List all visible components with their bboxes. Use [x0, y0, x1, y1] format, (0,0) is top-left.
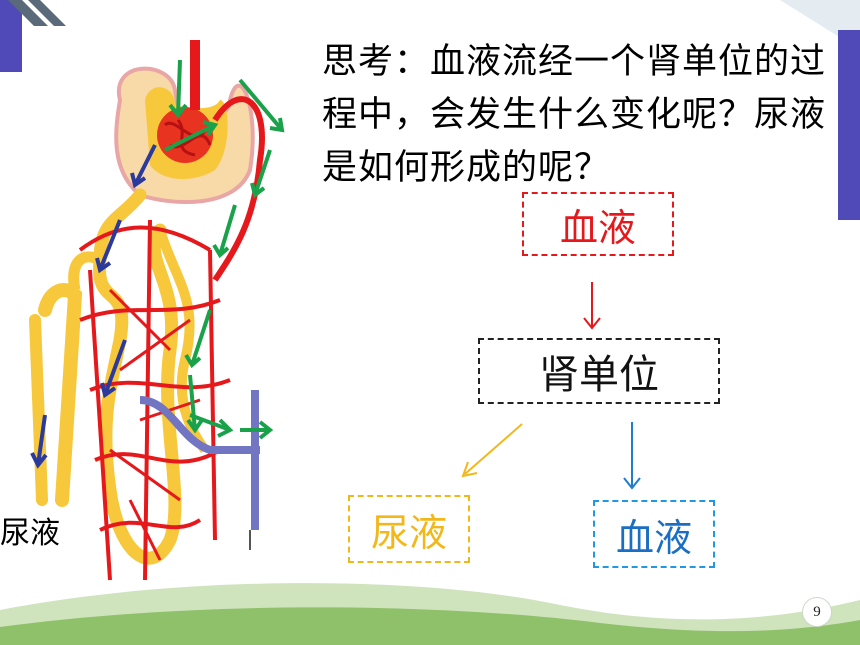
renal-vein — [139, 390, 260, 530]
efferent-arteriole — [212, 96, 265, 282]
diagonal-arrow — [461, 423, 523, 478]
blood-output-box: 血液 — [593, 500, 715, 568]
down-arrow — [583, 282, 601, 330]
bottom-wave-decoration — [0, 583, 860, 645]
blood-flow-arrows — [164, 59, 285, 440]
collecting-duct — [38, 283, 83, 507]
tubule-connector — [68, 251, 103, 292]
blood-input-box: 血液 — [522, 192, 674, 256]
urine-output-label: 尿液 — [370, 510, 447, 555]
kidney-nephron-illustration — [29, 40, 285, 581]
question-text: 思考：血液流经一个肾单位的过程中，会发生什么变化呢？尿液是如何形成的呢？ — [322, 42, 827, 188]
page-number: 9 — [802, 597, 832, 627]
urine-side-label: 尿液 — [0, 516, 60, 551]
capillary-links — [108, 288, 201, 561]
blood-output-label: 血液 — [615, 515, 692, 560]
capillary-network — [78, 219, 231, 581]
blood-input-label: 血液 — [559, 205, 636, 250]
corner-stripes-decoration — [8, 0, 66, 26]
nephron-box: 肾单位 — [478, 338, 720, 404]
filtrate-flow-arrows — [30, 144, 157, 469]
collecting-duct-outer — [29, 314, 48, 506]
corner-decoration-left — [0, 0, 22, 72]
corner-decoration-right — [780, 0, 860, 220]
nephron-label: 肾单位 — [539, 352, 659, 398]
flow-arrow — [623, 422, 641, 490]
urine-output-box: 尿液 — [348, 495, 470, 563]
